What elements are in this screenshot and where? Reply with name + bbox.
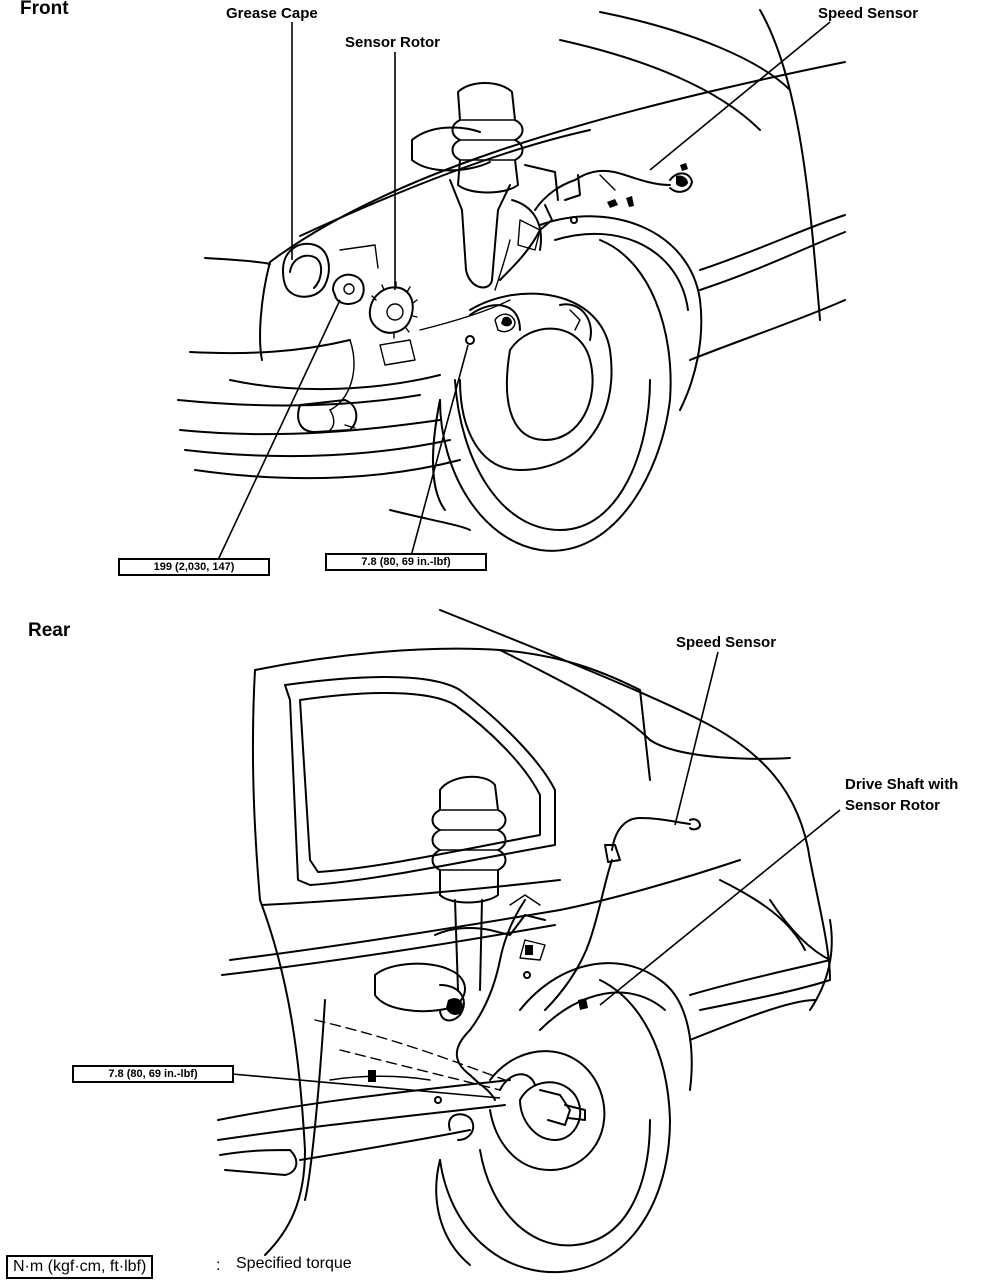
rear-strut [374,775,546,1022]
front-sensor-bolt-torque-box: 7.8 (80, 69 in.-lbf) [325,553,487,571]
rear-leader-lines [231,651,841,1099]
rear-wheel-hub [217,979,671,1274]
front-car-body [177,9,846,531]
drive-shaft-label-line2: Sensor Rotor [845,797,941,814]
front-wheel-hub [432,239,672,552]
torque-unit-legend-box: N·m (kgf·cm, ft·lbf) [6,1255,154,1279]
legend-separator: : [216,1257,221,1274]
front-exploded-parts [282,242,418,339]
front-strut [411,82,559,291]
rear-sensor-bolt-torque-box: 7.8 (80, 69 in.-lbf) [72,1065,234,1083]
legend-description: Specified torque [236,1255,352,1272]
rear-car-body [221,609,833,1256]
front-speed-sensor-label: Speed Sensor [818,5,919,22]
front-section-label: Front [20,0,69,19]
rear-speed-sensor-label: Speed Sensor [676,634,777,651]
rear-section-label: Rear [28,620,71,641]
front-hub-nut-torque-box: 199 (2,030, 147) [118,558,270,576]
rear-speed-sensor-harness [368,817,701,1104]
drive-shaft-label-line1: Drive Shaft with [845,776,959,793]
front-leader-lines [217,21,831,561]
grease-cape-label: Grease Cape [226,5,318,22]
front-speed-sensor-harness [499,163,693,281]
front-sensor-rotor-label: Sensor Rotor [345,34,441,51]
